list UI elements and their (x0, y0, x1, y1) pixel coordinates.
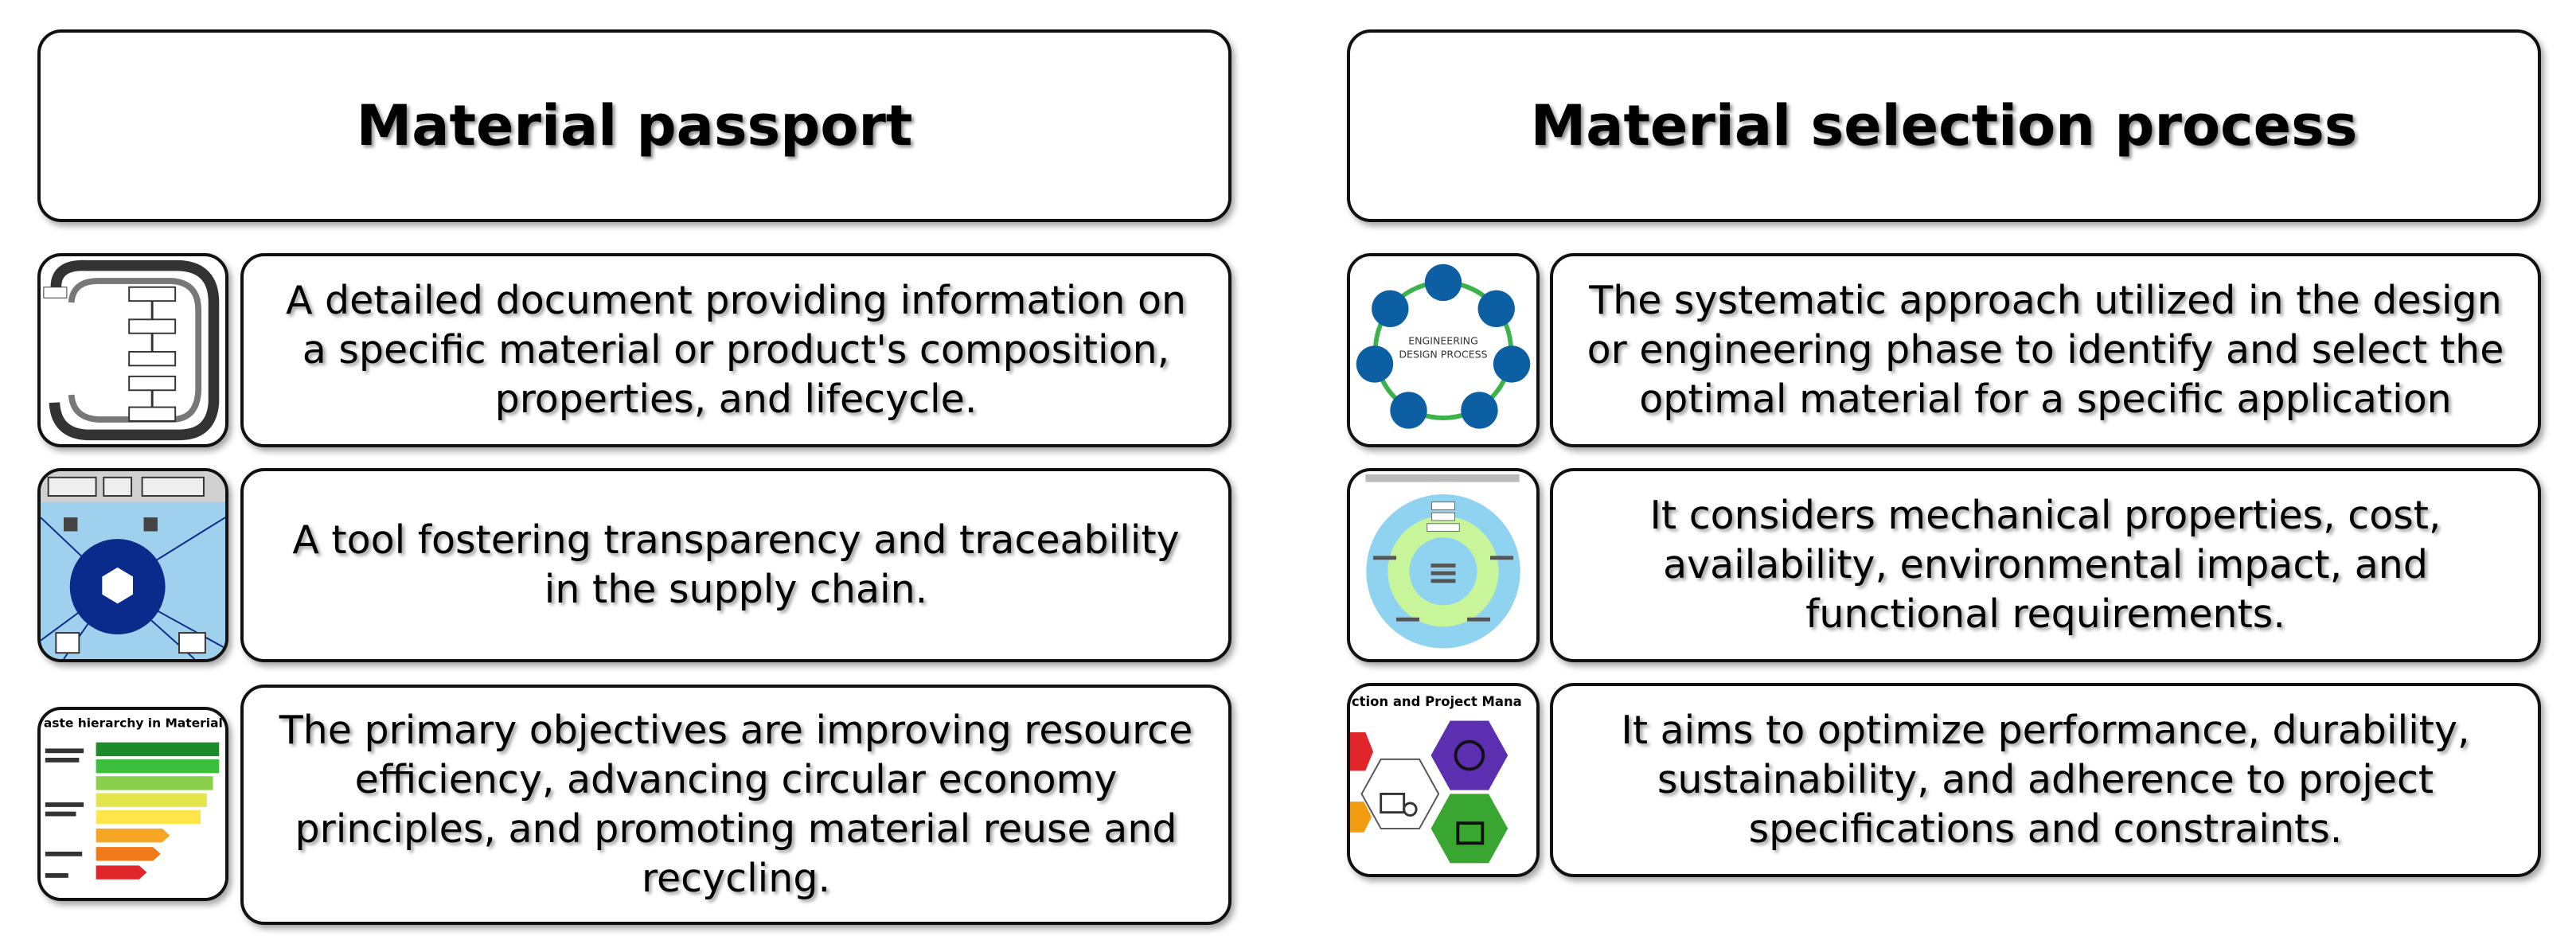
right-title: Material selection process (1530, 93, 2358, 158)
design-process-line1: ENGINEERING (1408, 334, 1478, 346)
engineering-design-process-icon: ENGINEERING DESIGN PROCESS (1347, 253, 1540, 447)
right-row-1-box: The systematic approach utilized in the … (1550, 253, 2541, 447)
lifecycle-diagram-icon (37, 253, 228, 447)
waste-hierarchy-title: aste hierarchy in Material Ef (44, 716, 225, 730)
project-mgmt-title: ction and Project Mana (1352, 694, 1522, 709)
right-row-3-text: It aims to optimize performance, durabil… (1621, 708, 2470, 852)
design-process-line2: DESIGN PROCESS (1399, 349, 1487, 361)
right-row-1-text: The systematic approach utilized in the … (1587, 278, 2504, 422)
supply-chain-diagram-icon (37, 468, 228, 662)
left-row-2-text: A tool fostering transparency and tracea… (292, 517, 1180, 612)
left-row-2-box: A tool fostering transparency and tracea… (240, 468, 1231, 662)
left-row-1-box: A detailed document providing informatio… (240, 253, 1231, 447)
organizational-circle-diagram-icon (1347, 468, 1540, 662)
left-row-3-text: The primary objectives are improving res… (279, 708, 1193, 901)
left-row-1-text: A detailed document providing informatio… (285, 278, 1187, 422)
project-management-hexagon-icon: ction and Project Mana (1347, 683, 1540, 877)
right-header-box: Material selection process (1347, 29, 2541, 222)
left-header-box: Material passport (37, 29, 1231, 222)
right-row-3-box: It aims to optimize performance, durabil… (1550, 683, 2541, 877)
left-title: Material passport (356, 93, 913, 158)
right-row-2-box: It considers mechanical properties, cost… (1550, 468, 2541, 662)
right-row-2-text: It considers mechanical properties, cost… (1649, 493, 2441, 637)
left-row-3-box: The primary objectives are improving res… (240, 685, 1231, 925)
waste-hierarchy-icon: aste hierarchy in Material Ef (37, 707, 228, 901)
